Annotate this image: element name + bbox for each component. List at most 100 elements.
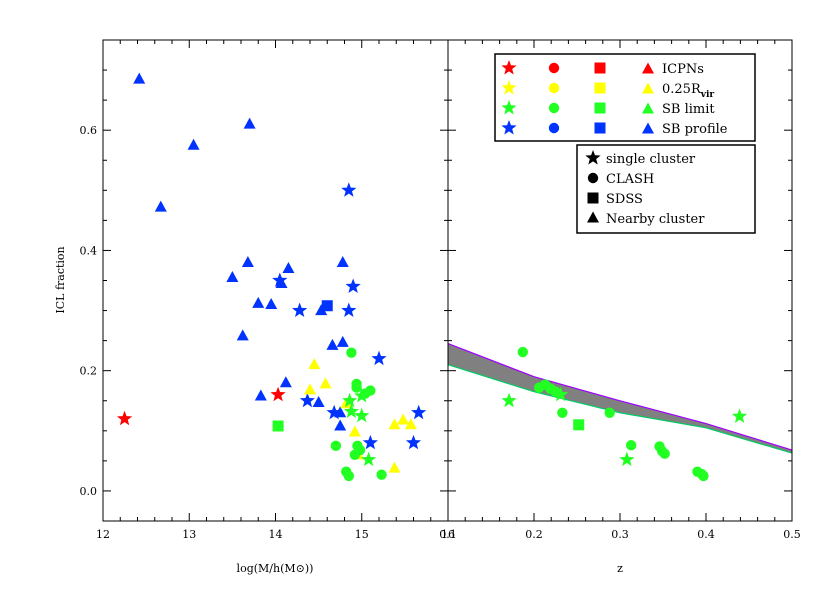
model-band-upper-edge bbox=[447, 343, 793, 451]
left-x-tick-label: 12 bbox=[96, 528, 110, 541]
right-point-green-circle bbox=[698, 470, 709, 482]
left-point-blue-triangle bbox=[241, 255, 254, 267]
left-point-green-star bbox=[342, 392, 358, 408]
left-x-tick-label: 14 bbox=[269, 528, 283, 541]
left-point-green-star bbox=[361, 451, 377, 467]
left-point-green-star bbox=[354, 387, 370, 403]
legend-red-star-icon bbox=[501, 60, 517, 75]
left-point-yellow-triangle bbox=[388, 418, 401, 430]
left-point-blue-triangle bbox=[334, 419, 347, 431]
left-point-blue-star bbox=[341, 182, 357, 197]
legend-blue-star-icon bbox=[501, 120, 517, 135]
left-point-blue-triangle bbox=[336, 335, 349, 347]
right-point-green-star bbox=[553, 386, 569, 402]
legend-label-yellow: 0.25Rvir bbox=[662, 82, 714, 100]
legend-shape-label: single cluster bbox=[606, 152, 696, 167]
left-point-blue-star bbox=[405, 434, 422, 450]
left-point-yellow-triangle bbox=[304, 383, 316, 395]
left-point-blue-triangle bbox=[279, 376, 292, 388]
legend-shape-label: Nearby cluster bbox=[606, 212, 705, 227]
left-point-green-circle bbox=[343, 470, 355, 482]
left-point-blue-star bbox=[362, 434, 378, 450]
left-x-axis-label: log(M/h(M⊙)) bbox=[237, 562, 314, 575]
right-point-green-square bbox=[573, 419, 585, 431]
left-point-green-circle bbox=[376, 469, 387, 480]
left-x-tick-label: 16 bbox=[441, 528, 455, 541]
left-point-blue-triangle bbox=[133, 72, 146, 84]
legend-green-triangle-icon bbox=[642, 102, 654, 114]
left-x-tick-label: 15 bbox=[355, 528, 369, 541]
legend-label-subscript: vir bbox=[700, 90, 715, 100]
legend-yellow-triangle-icon bbox=[642, 82, 654, 94]
left-point-blue-triangle bbox=[336, 255, 349, 267]
right-points bbox=[501, 346, 748, 482]
legend-color-box bbox=[494, 53, 756, 142]
left-point-green-circle bbox=[351, 382, 362, 393]
left-point-blue-triangle bbox=[254, 389, 267, 401]
left-point-red-star bbox=[116, 410, 133, 426]
right-point-green-circle bbox=[557, 407, 568, 418]
legend-red-circle-icon bbox=[548, 62, 560, 74]
legend-blue-triangle-icon bbox=[642, 122, 654, 134]
legend-label-text: SB profile bbox=[662, 122, 728, 137]
legend-green-star-icon bbox=[501, 100, 517, 115]
left-point-blue-triangle bbox=[326, 338, 339, 350]
right-x-tick-label: 0.1 bbox=[439, 528, 457, 541]
right-point-green-star bbox=[501, 392, 517, 408]
legend-shape-circle-icon bbox=[587, 172, 599, 184]
left-point-yellow-triangle bbox=[319, 377, 332, 389]
right-point-green-circle bbox=[517, 346, 529, 358]
left-point-blue-triangle bbox=[243, 117, 256, 129]
left-point-yellow-triangle bbox=[348, 425, 361, 437]
model-band bbox=[448, 343, 792, 454]
legend-shape-triangle-icon bbox=[587, 211, 599, 223]
legend-yellow-square-icon bbox=[594, 82, 606, 94]
left-point-blue-star bbox=[371, 350, 387, 366]
right-x-tick-label: 0.4 bbox=[697, 528, 715, 541]
legend-shape-star-icon bbox=[585, 150, 601, 165]
legend-green-square-icon bbox=[594, 102, 606, 114]
left-y-axis-label: ICL fraction bbox=[54, 246, 67, 313]
right-band-layer bbox=[447, 343, 793, 454]
left-y-tick-label: 0.4 bbox=[80, 244, 98, 257]
left-point-yellow-triangle bbox=[308, 358, 321, 370]
left-y-tick-label: 0.2 bbox=[80, 365, 98, 378]
left-point-red-star bbox=[270, 386, 286, 402]
left-point-green-circle bbox=[346, 347, 357, 358]
legend-shape-square-icon bbox=[587, 192, 599, 204]
left-x-tick-label: 13 bbox=[182, 528, 196, 541]
legend-green-circle-icon bbox=[548, 102, 560, 114]
right-point-green-circle bbox=[659, 448, 670, 459]
left-point-yellow-triangle bbox=[404, 418, 417, 430]
left-point-blue-triangle bbox=[282, 261, 295, 273]
legend-label-red: ICPNs bbox=[662, 62, 704, 77]
left-point-green-circle bbox=[365, 385, 376, 396]
left-point-blue-triangle bbox=[187, 138, 200, 150]
left-point-blue-star bbox=[299, 392, 316, 408]
legend-blue-square-icon bbox=[594, 122, 606, 134]
left-point-yellow-triangle bbox=[397, 413, 410, 425]
legend-label-blue: SB profile bbox=[662, 122, 728, 137]
left-point-blue-square bbox=[321, 300, 333, 312]
left-point-green-star bbox=[354, 407, 370, 423]
left-point-green-square bbox=[272, 420, 284, 432]
left-point-yellow-triangle bbox=[388, 461, 401, 473]
right-point-green-star bbox=[619, 451, 635, 467]
right-x-axis-label: z bbox=[617, 562, 623, 575]
left-point-blue-star bbox=[341, 302, 357, 318]
legend-label-text: 0.25R bbox=[662, 82, 702, 97]
left-y-tick-label: 0.0 bbox=[80, 485, 98, 498]
legend-shape-label: SDSS bbox=[606, 192, 643, 207]
right-x-tick-label: 0.5 bbox=[783, 528, 801, 541]
left-point-blue-star bbox=[411, 404, 427, 420]
left-point-blue-star bbox=[272, 272, 288, 287]
left-points bbox=[116, 72, 427, 482]
legend-blue-circle-icon bbox=[548, 122, 560, 134]
left-point-blue-triangle bbox=[236, 329, 249, 341]
right-x-tick-label: 0.2 bbox=[525, 528, 543, 541]
left-point-green-circle bbox=[330, 440, 342, 452]
